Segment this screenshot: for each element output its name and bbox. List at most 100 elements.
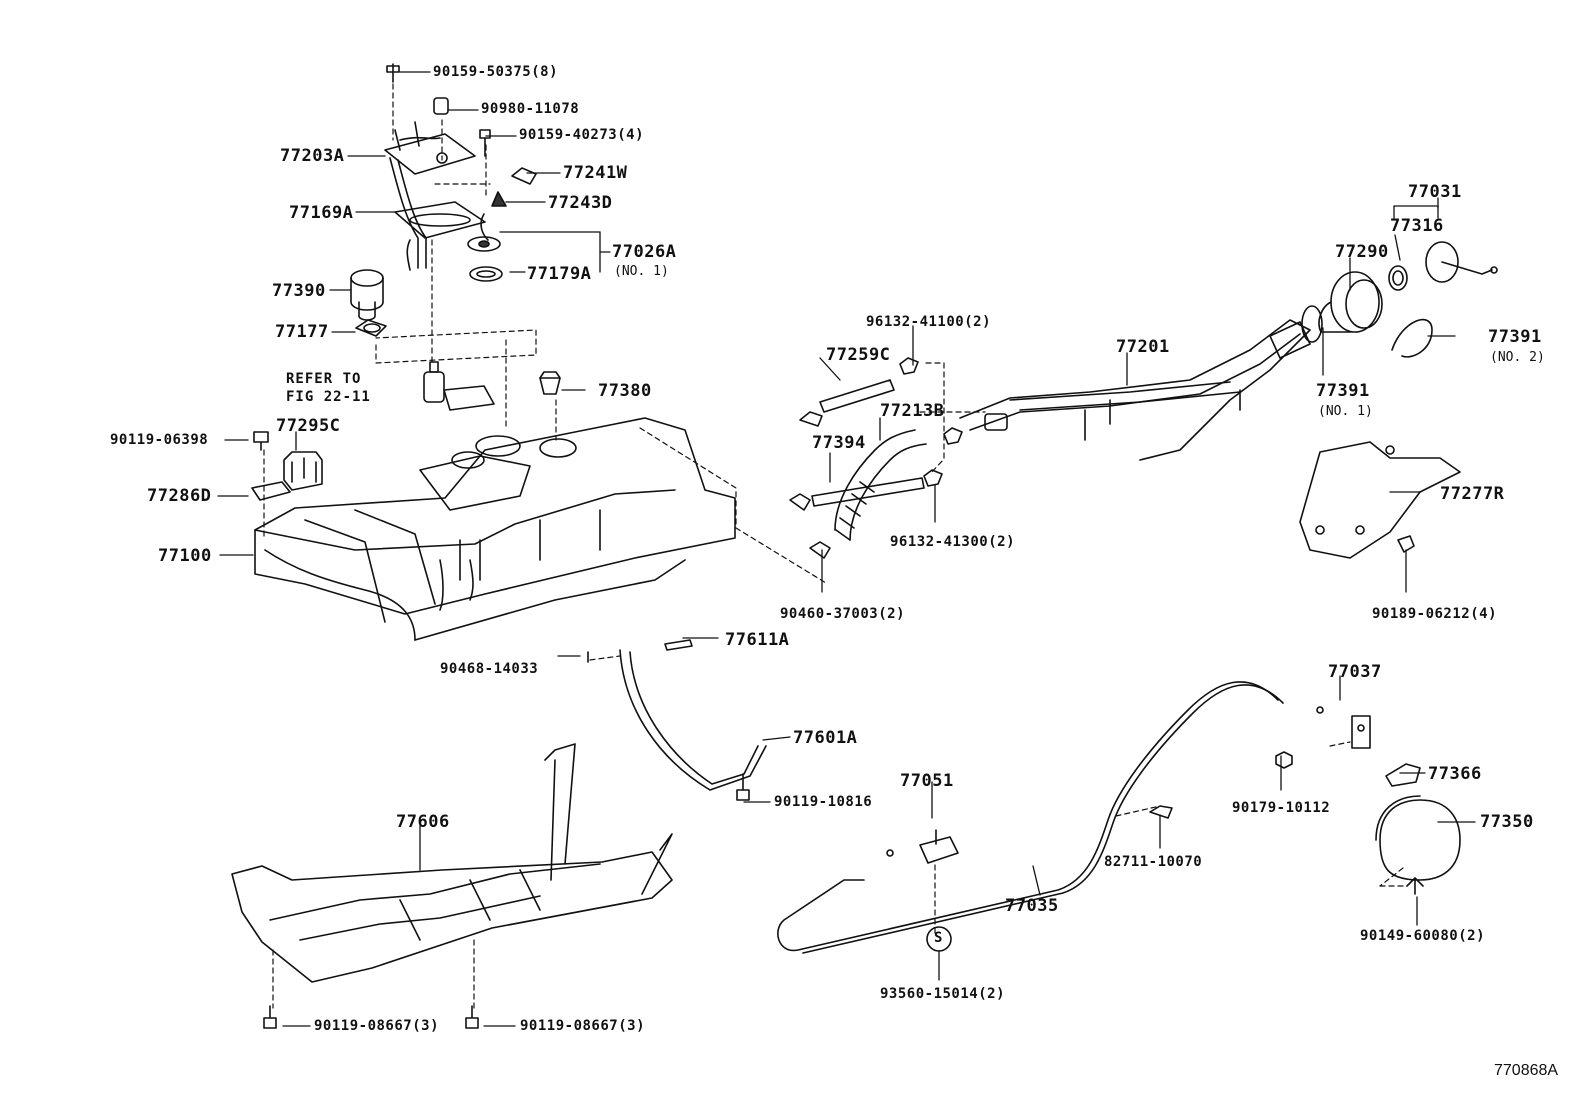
grommet-90980-11078: [433, 97, 449, 115]
label-77026A-note: (NO. 1): [614, 264, 669, 279]
refer-to-fig: REFER TO FIG 22-11: [286, 370, 371, 406]
label-90179-10112: 90179-10112: [1232, 800, 1331, 816]
label-90460-37003: 90460-37003(2): [780, 606, 906, 622]
gasket-77179A: [469, 266, 503, 282]
bolt-90119-08667-b: [465, 1005, 479, 1029]
label-77380: 77380: [598, 381, 652, 401]
filter-77390: [350, 269, 384, 321]
bracket-77295C: [283, 451, 323, 491]
cap-77031: [1425, 241, 1498, 283]
label-77350: 77350: [1480, 812, 1534, 832]
clips-96132: [899, 357, 963, 487]
clip-82711-10070: [1149, 805, 1173, 819]
cap-77243D: [491, 191, 507, 207]
fuel-pump: [423, 361, 495, 411]
label-96132-41100: 96132-41100(2): [866, 314, 992, 330]
label-77606: 77606: [396, 812, 450, 832]
label-77390: 77390: [272, 281, 326, 301]
label-77277R: 77277R: [1440, 484, 1505, 504]
label-77391-no1-note: (NO. 1): [1318, 404, 1373, 419]
bolt-90119-06398: [253, 431, 269, 451]
gauge-77026A: [467, 213, 501, 252]
clip-77241W: [511, 167, 537, 185]
gasket-77391-no1: [1301, 305, 1323, 343]
label-77394: 77394: [812, 433, 866, 453]
filler-pipe-77201: [959, 319, 1311, 461]
label-90149-60080: 90149-60080(2): [1360, 928, 1486, 944]
label-77259C: 77259C: [826, 345, 891, 365]
s-symbol-circle: [926, 926, 952, 952]
hose-77259C: [799, 379, 895, 427]
label-77243D: 77243D: [548, 193, 613, 213]
label-77100: 77100: [158, 546, 212, 566]
label-90980-11078: 90980-11078: [481, 101, 580, 117]
nut-90179-10112: [1275, 751, 1293, 769]
label-90468-14033: 90468-14033: [440, 661, 539, 677]
label-77213B: 77213B: [880, 401, 945, 421]
label-77201: 77201: [1116, 337, 1170, 357]
label-77391-no2-note: (NO. 2): [1490, 350, 1545, 365]
diagram-id: 770868A: [1494, 1062, 1559, 1079]
label-77169A: 77169A: [289, 203, 354, 223]
cable-77035: [777, 681, 1324, 954]
fuel-tank-77100: [254, 417, 736, 641]
label-77031: 77031: [1408, 182, 1462, 202]
label-77295C: 77295C: [276, 416, 341, 436]
fuel-pump-bracket: [384, 121, 486, 271]
bracket-77286D: [251, 481, 291, 501]
hinge-77366: [1385, 763, 1421, 787]
label-77051: 77051: [900, 771, 954, 791]
opener-77037: [1351, 715, 1371, 749]
label-77290: 77290: [1335, 242, 1389, 262]
label-90189-06212: 90189-06212(4): [1372, 606, 1498, 622]
bolt-90159-50375: [386, 63, 400, 83]
label-90119-06398: 90119-06398: [110, 432, 209, 448]
pipe-77601A: [619, 649, 767, 791]
refer-line-2: FIG 22-11: [286, 389, 371, 405]
label-90159-40273: 90159-40273(4): [519, 127, 645, 143]
label-90119-08667-b: 90119-08667(3): [520, 1018, 646, 1034]
protector-77277R: [1299, 441, 1461, 559]
leader-lines: [217, 71, 1476, 1027]
label-77179A: 77179A: [527, 264, 592, 284]
label-77391-no1: 77391: [1316, 381, 1370, 401]
label-90159-50375: 90159-50375(8): [433, 64, 559, 80]
clip-90189-06212: [1397, 535, 1415, 553]
label-77203A: 77203A: [280, 146, 345, 166]
label-77241W: 77241W: [563, 163, 628, 183]
label-93560-15014: 93560-15014(2): [880, 986, 1006, 1002]
hose-77611A: [664, 639, 693, 651]
label-77026A: 77026A: [612, 242, 677, 262]
gasket-77391-no2: [1391, 318, 1433, 358]
label-90119-10816: 90119-10816: [774, 794, 873, 810]
label-s-symbol: S: [934, 930, 943, 946]
label-82711-10070: 82711-10070: [1104, 854, 1203, 870]
label-77037: 77037: [1328, 662, 1382, 682]
label-77177: 77177: [275, 322, 329, 342]
label-77391-no2: 77391: [1488, 327, 1542, 347]
label-77316: 77316: [1390, 216, 1444, 236]
refer-line-1: REFER TO: [286, 371, 362, 387]
ring-77177: [355, 319, 387, 337]
label-90119-08667-a: 90119-08667(3): [314, 1018, 440, 1034]
screw-90149-60080: [1406, 877, 1424, 895]
label-77366: 77366: [1428, 764, 1482, 784]
bolt-90119-10816: [736, 773, 750, 801]
hose-77394: [789, 477, 925, 511]
protector-77606: [231, 743, 673, 983]
lid-77350: [1375, 795, 1461, 881]
lever-77051: [919, 829, 959, 864]
bolt-90159-40273: [479, 129, 491, 157]
bolt-90119-08667-a: [263, 1005, 277, 1029]
hose-77213B: [834, 429, 927, 541]
label-77611A: 77611A: [725, 630, 790, 650]
label-96132-41300: 96132-41300(2): [890, 534, 1016, 550]
label-77286D: 77286D: [147, 486, 212, 506]
label-77035: 77035: [1005, 896, 1059, 916]
cap-77380: [539, 371, 561, 395]
gasket-77316: [1388, 265, 1408, 291]
clamp-90460-37003: [809, 541, 831, 559]
label-77601A: 77601A: [793, 728, 858, 748]
